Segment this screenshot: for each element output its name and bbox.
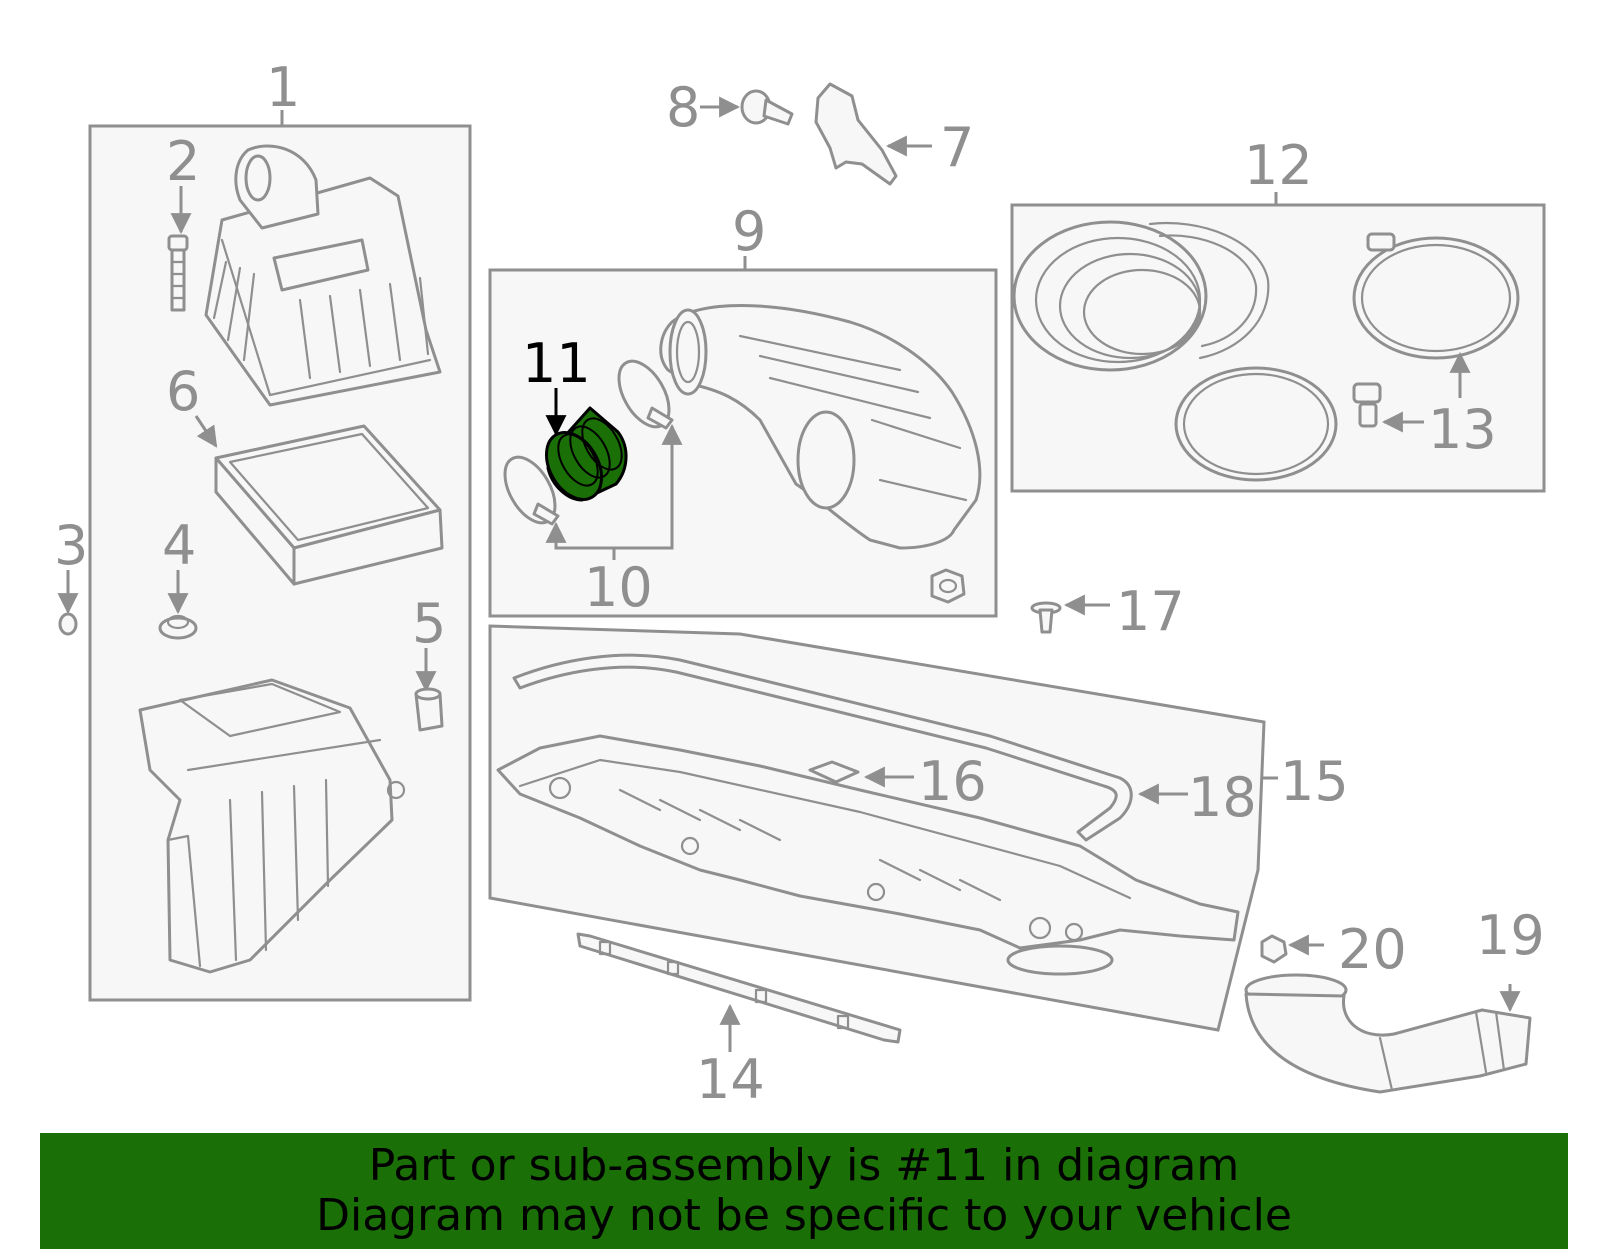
callout-9: 9 xyxy=(732,200,766,263)
lower-housing[interactable] xyxy=(138,678,406,974)
callout-4: 4 xyxy=(162,514,196,577)
part-13-clamp-lower[interactable] xyxy=(1174,366,1382,482)
part-8-bolt[interactable] xyxy=(700,89,794,126)
part-13-leaders xyxy=(1381,351,1471,433)
callout-19: 19 xyxy=(1476,904,1545,967)
part-2-bolt[interactable] xyxy=(167,186,192,312)
part-6-filter[interactable] xyxy=(194,415,444,586)
part-5-insulator[interactable] xyxy=(414,648,444,732)
part-19-duct[interactable] xyxy=(1244,973,1532,1094)
callout-13: 13 xyxy=(1428,398,1497,461)
part-17-clip[interactable] xyxy=(1030,594,1110,634)
callout-8: 8 xyxy=(666,76,700,139)
part-14-bracket[interactable] xyxy=(576,932,902,1052)
callout-10: 10 xyxy=(584,556,653,619)
banner-line-1: Part or sub-assembly is #11 in diagram xyxy=(368,1140,1240,1191)
callout-20: 20 xyxy=(1338,918,1407,981)
part-11-coupler[interactable] xyxy=(535,388,630,509)
part-16-pad[interactable] xyxy=(808,760,914,788)
callout-1: 1 xyxy=(266,56,300,119)
callout-16: 16 xyxy=(918,750,987,813)
nut[interactable] xyxy=(930,568,966,604)
callout-14: 14 xyxy=(696,1048,765,1111)
part-4-grommet[interactable] xyxy=(158,570,198,640)
callout-2: 2 xyxy=(166,130,200,193)
callout-7: 7 xyxy=(940,116,974,179)
callout-3: 3 xyxy=(54,514,88,577)
part-18-seal-strip[interactable] xyxy=(512,653,1133,842)
callout-11: 11 xyxy=(522,332,591,395)
callout-17: 17 xyxy=(1116,580,1185,643)
part-13-clamp-upper[interactable] xyxy=(1352,232,1520,360)
callout-15: 15 xyxy=(1280,750,1349,813)
callout-18: 18 xyxy=(1188,766,1257,829)
part-20-pin[interactable] xyxy=(1260,934,1324,964)
banner-line-2: Diagram may not be specific to your vehi… xyxy=(316,1190,1292,1241)
info-banner: Part or sub-assembly is #11 in diagram D… xyxy=(40,1133,1568,1249)
callout-6: 6 xyxy=(166,360,200,423)
intake-duct[interactable] xyxy=(659,304,982,550)
upper-housing-cover[interactable] xyxy=(204,144,442,407)
callout-5: 5 xyxy=(412,592,446,655)
part-12-hose[interactable] xyxy=(1012,220,1270,372)
deflector-panel[interactable] xyxy=(496,734,1240,976)
callout-12: 12 xyxy=(1244,134,1313,197)
part-10-leader xyxy=(545,423,683,560)
clamp-left[interactable] xyxy=(495,449,566,531)
part-7-bracket[interactable] xyxy=(814,82,932,186)
part-3-grommet[interactable] xyxy=(57,570,79,636)
